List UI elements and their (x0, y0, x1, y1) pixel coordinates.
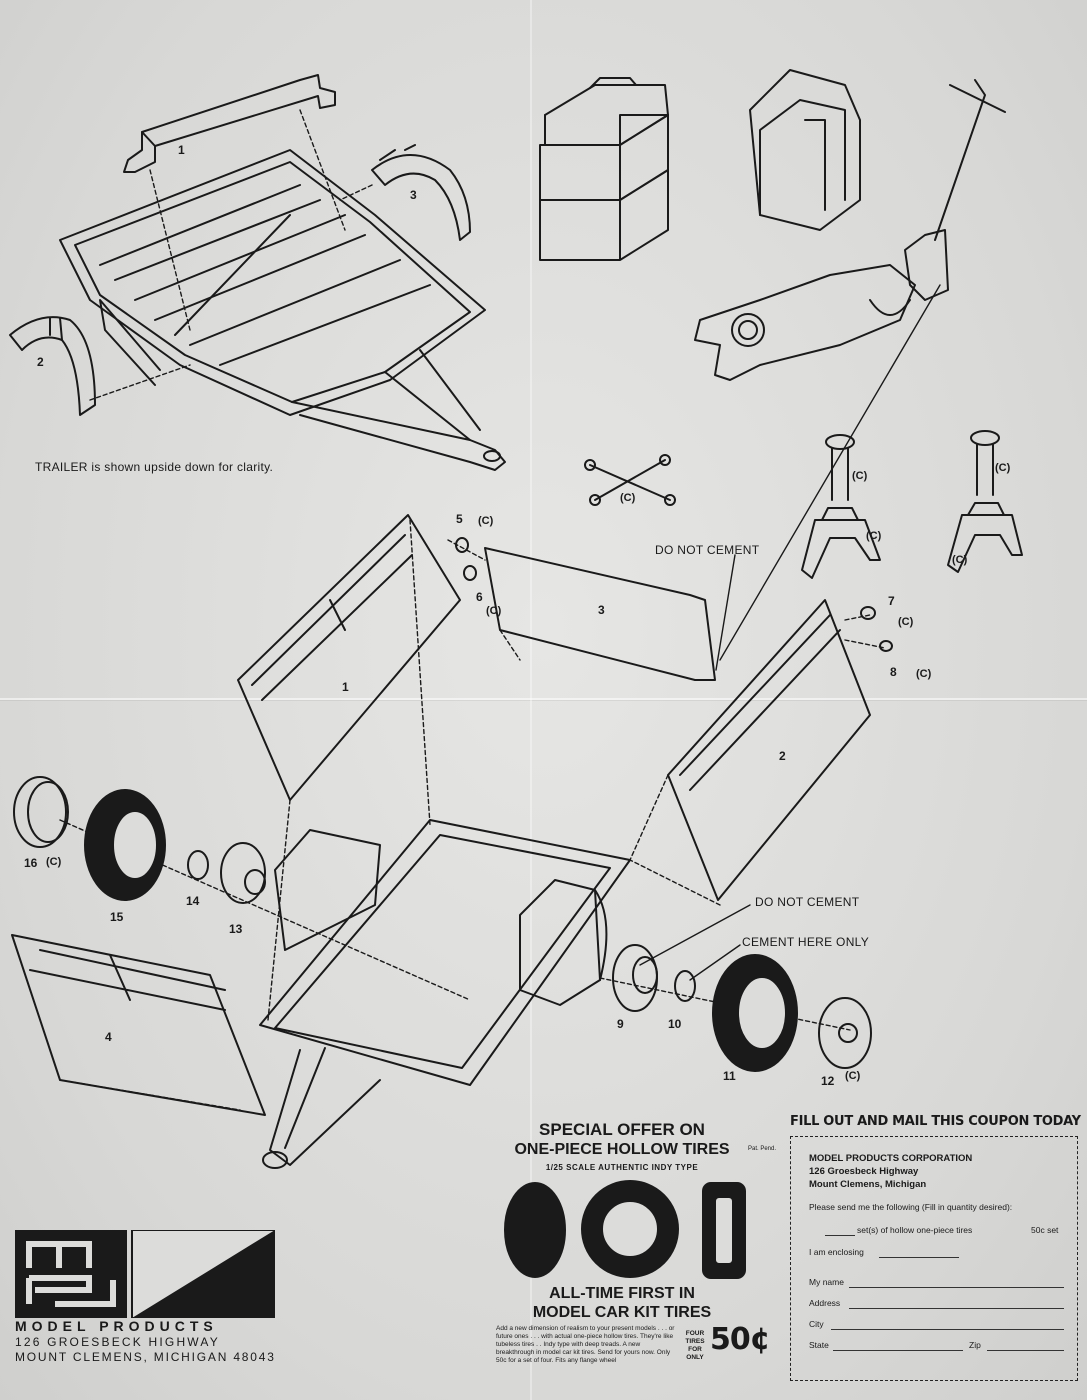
part-number-12: 12 (821, 1074, 835, 1088)
part-number-13: 13 (229, 922, 243, 936)
four-tires-label: FOUR TIRES FOR ONLY (685, 1330, 705, 1361)
part-number-14: 14 (186, 894, 200, 908)
part-number-15: 15 (110, 910, 124, 924)
jack-stand-left-drawing (801, 434, 881, 579)
coupon-name-label: My name (809, 1277, 844, 1287)
coupon-street: 126 Groesbeck Highway (809, 1166, 919, 1177)
cement-here-only-callout: CEMENT HERE ONLY (742, 935, 870, 949)
right-wheel-assembly-drawing (612, 944, 872, 1072)
part-number-11: 11 (723, 1069, 736, 1083)
offer-title-line1: SPECIAL OFFER ON (539, 1120, 705, 1139)
coupon-address-label: Address (809, 1298, 841, 1308)
manufacturer-address-line1: 126 GROESBECK HIGHWAY (15, 1335, 220, 1349)
chrome-tag-7: (C) (898, 616, 914, 628)
offer-tagline-line2: MODEL CAR KIT TIRES (532, 1304, 712, 1321)
chrome-tag-6: (C) (486, 605, 502, 617)
pat-pend-mark: Pat. Pend. (748, 1146, 777, 1152)
part-number-2: 2 (779, 749, 786, 763)
part-number-8: 8 (890, 665, 897, 679)
coupon-heading: FILL OUT AND MAIL THIS COUPON TODAY (790, 1114, 1081, 1129)
zip-field[interactable] (987, 1350, 1064, 1351)
part-number-10: 10 (668, 1017, 682, 1031)
mpc-logo (15, 1230, 275, 1318)
part-number-9: 9 (617, 1017, 624, 1031)
part-number-top-2: 2 (37, 355, 44, 369)
offer-subtitle: 1/25 SCALE AUTHENTIC INDY TYPE (545, 1163, 699, 1172)
name-field[interactable] (849, 1287, 1064, 1288)
do-not-cement-callout-1: DO NOT CEMENT (655, 543, 760, 557)
coupon-item-label: set(s) of hollow one-piece tires (857, 1225, 973, 1235)
hollow-tire-illustrations (504, 1180, 746, 1279)
part-number-16: 16 (24, 856, 38, 870)
manufacturer-name: MODEL PRODUCTS (15, 1318, 218, 1334)
left-wheel-assembly-drawing (13, 776, 266, 904)
chrome-tag-stand-left-top: (C) (852, 470, 868, 482)
trailer-chassis-drawing (9, 74, 506, 471)
address-field[interactable] (849, 1308, 1064, 1309)
quantity-blank[interactable] (825, 1235, 855, 1236)
enclosing-amount-field[interactable] (879, 1257, 959, 1258)
chrome-tag-8: (C) (916, 668, 932, 680)
part-number-top-1: 1 (178, 143, 185, 157)
chrome-tag-stand-right-top: (C) (995, 462, 1011, 474)
offer-body-text: Add a new dimension of realism to your p… (496, 1325, 675, 1364)
coupon-instruction: Please send me the following (Fill in qu… (809, 1202, 1013, 1212)
chrome-tag-12: (C) (845, 1070, 861, 1082)
chrome-tag-lug-wrench: (C) (620, 492, 636, 504)
coupon-city-label: City (809, 1319, 824, 1329)
gas-can-drawing (749, 69, 861, 231)
coupon-zip-label: Zip (969, 1340, 981, 1350)
state-field[interactable] (833, 1350, 963, 1351)
part-number-3: 3 (598, 603, 605, 617)
paper-fold-vertical (530, 0, 532, 1400)
chrome-tag-stand-right-base: (C) (952, 554, 968, 566)
coupon-company: MODEL PRODUCTS CORPORATION (809, 1153, 973, 1164)
coupon-enclosing-label: I am enclosing (809, 1247, 864, 1257)
paper-fold-horizontal (0, 698, 1087, 700)
part-number-5: 5 (456, 512, 463, 526)
part-number-6: 6 (476, 590, 483, 604)
floor-jack-drawing (694, 79, 1006, 381)
offer-price: 50¢ (710, 1322, 771, 1357)
offer-tagline-line1: ALL-TIME FIRST IN (549, 1285, 695, 1302)
trailer-orientation-note: TRAILER is shown upside down for clarity… (35, 460, 274, 474)
chrome-pegs-drawing (455, 537, 893, 652)
coupon-city-state: Mount Clemens, Michigan (809, 1179, 927, 1190)
trailer-bed-drawing (11, 514, 871, 1169)
part-number-4: 4 (105, 1030, 112, 1044)
lug-wrench-drawing (584, 454, 676, 506)
part-number-top-3: 3 (410, 188, 417, 202)
coupon-state-label: State (809, 1340, 829, 1350)
part-number-7: 7 (888, 594, 895, 608)
chrome-tag-16: (C) (46, 856, 62, 868)
do-not-cement-callout-2: DO NOT CEMENT (755, 895, 860, 909)
mail-in-coupon: MODEL PRODUCTS CORPORATION 126 Groesbeck… (790, 1136, 1078, 1381)
offer-title-line2: ONE-PIECE HOLLOW TIRES (514, 1141, 730, 1158)
part-number-1: 1 (342, 680, 349, 694)
offer-tagline: ALL-TIME FIRST IN MODEL CAR KIT TIRES (492, 1284, 752, 1322)
chrome-tag-5: (C) (478, 515, 494, 527)
toolbox-drawing (539, 77, 669, 261)
jack-stand-right-drawing (947, 430, 1023, 573)
coupon-item-price: 50c set (1031, 1225, 1059, 1235)
city-field[interactable] (831, 1329, 1064, 1330)
manufacturer-address-line2: MOUNT CLEMENS, MICHIGAN 48043 (15, 1350, 276, 1364)
chrome-tag-stand-left-base: (C) (866, 530, 882, 542)
